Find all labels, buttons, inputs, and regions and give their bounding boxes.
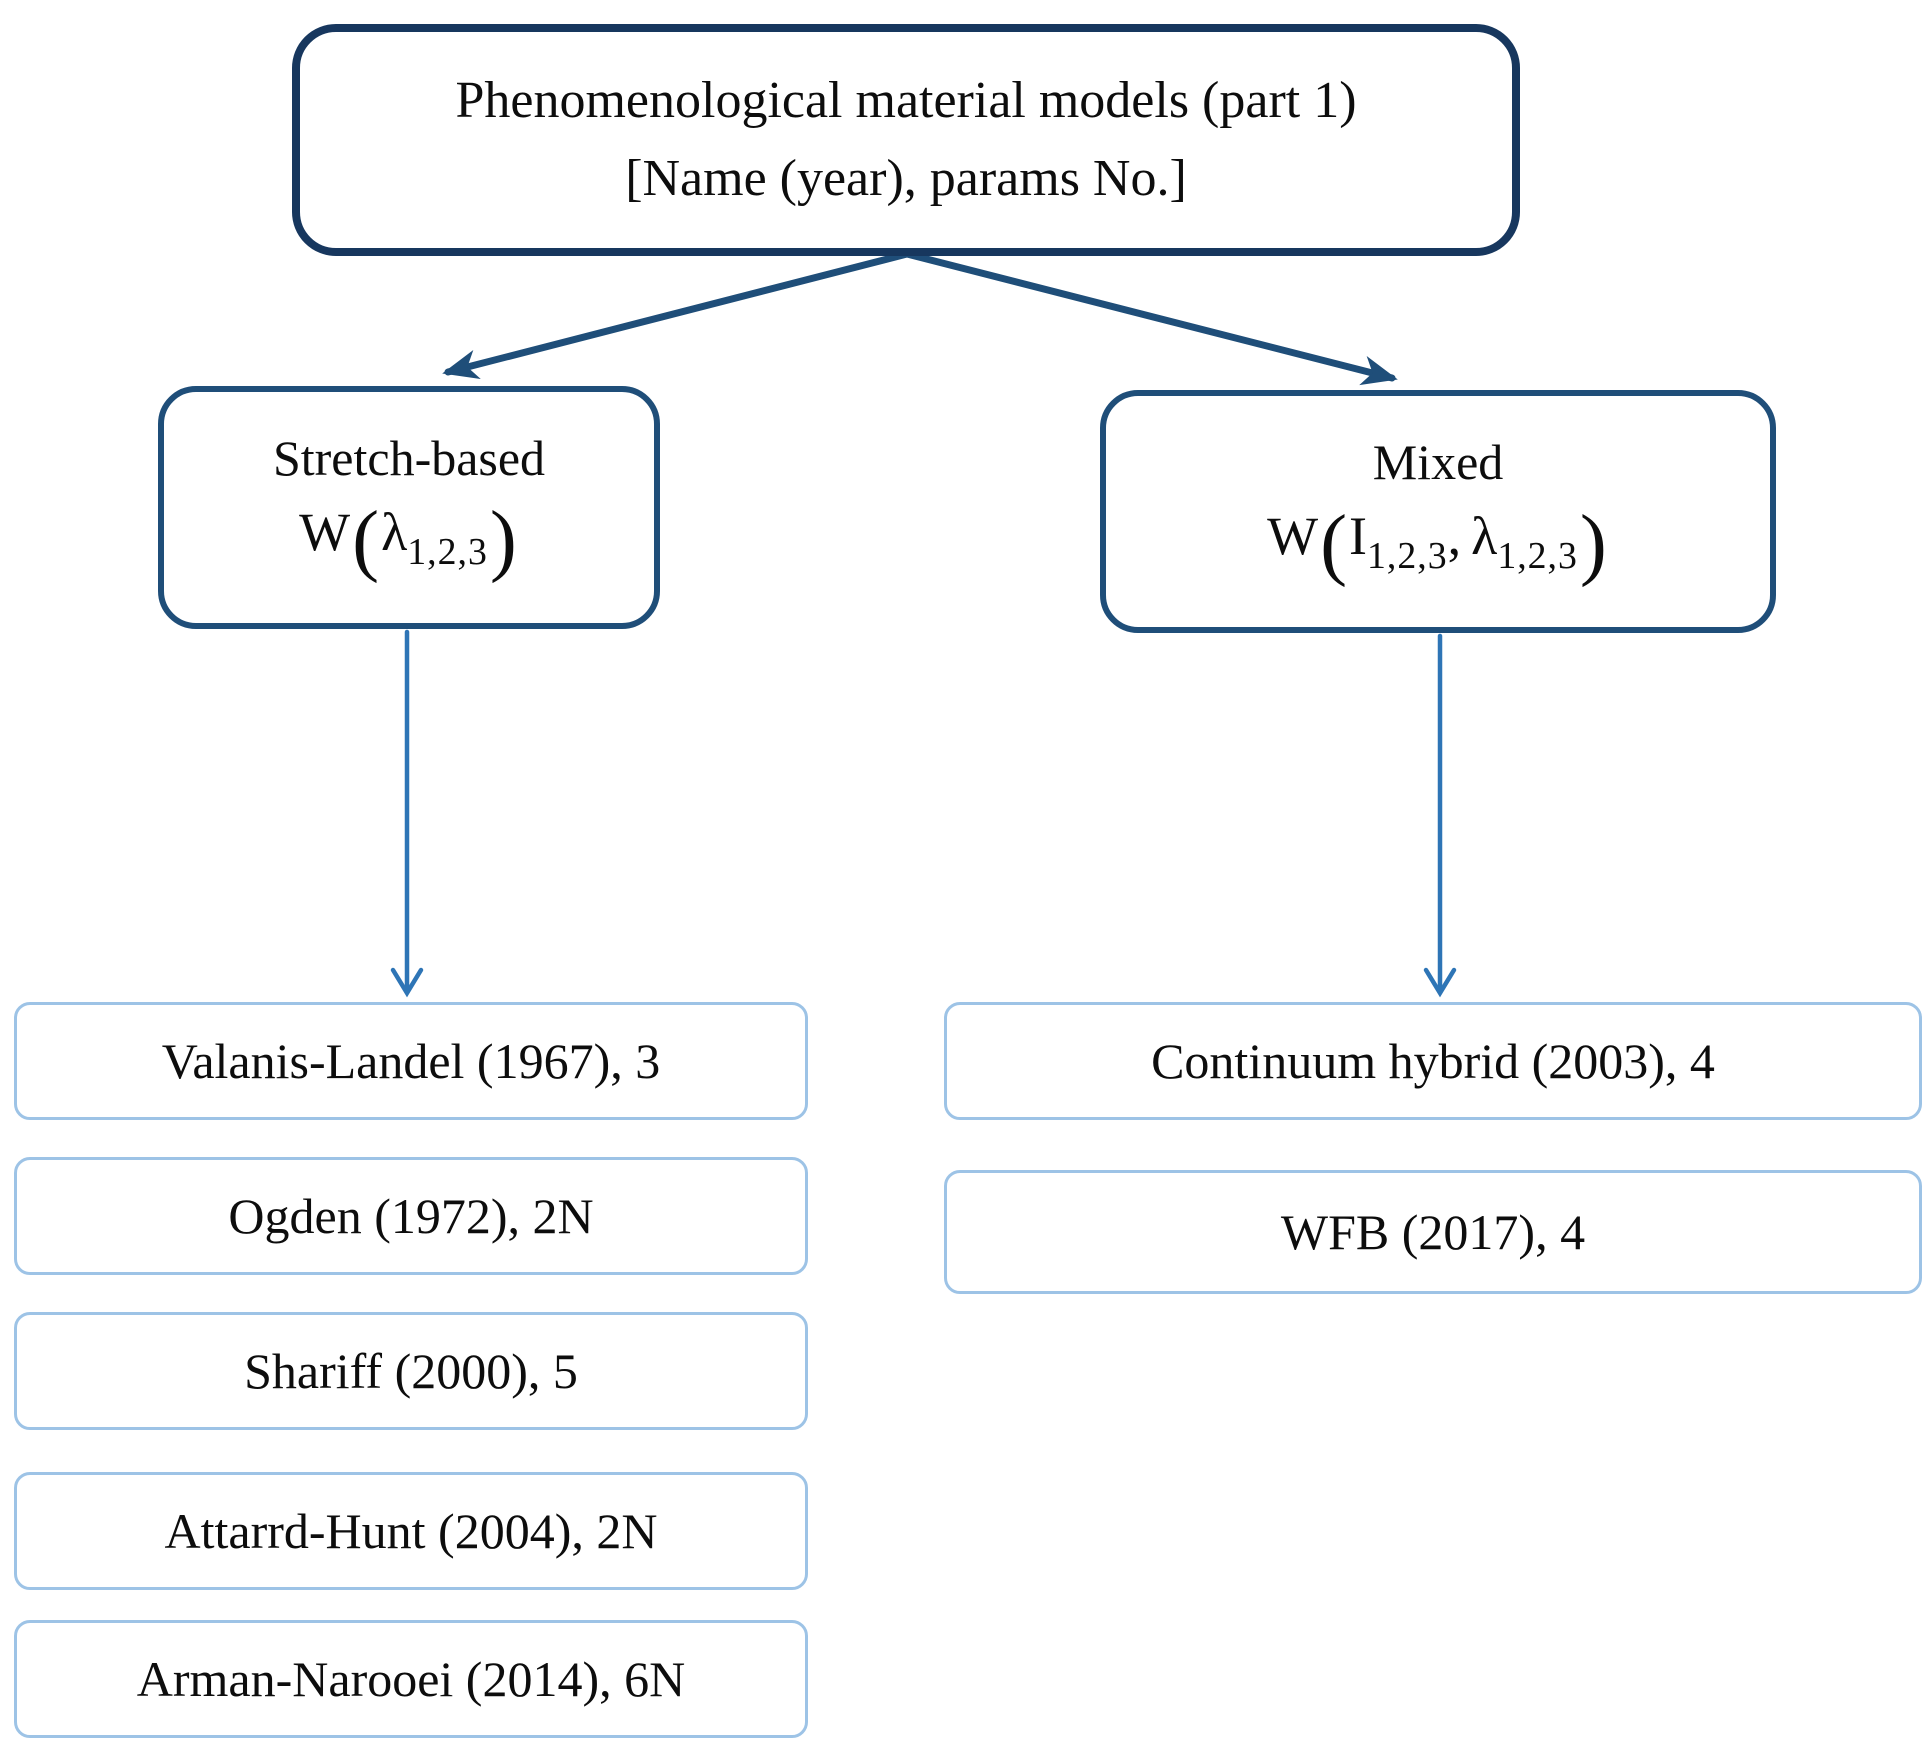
formula-arg1-subscript: 1,2,3: [1367, 535, 1448, 578]
leaf-label: Arman-Narooei (2014), 6N: [136, 1651, 686, 1707]
formula-arg1-base: λ: [381, 501, 408, 562]
branch-mixed-label: Mixed: [1372, 434, 1504, 490]
formula-arg2-base: λ: [1471, 505, 1498, 566]
formula-arg2-subscript: 1,2,3: [1497, 535, 1578, 578]
leaf-node-ogden: Ogden (1972), 2N: [14, 1157, 808, 1275]
root-node: Phenomenological material models (part 1…: [292, 24, 1520, 256]
leaf-node-shariff: Shariff (2000), 5: [14, 1312, 808, 1430]
branch-mixed-formula: W(I1,2,3,λ1,2,3): [1267, 497, 1609, 590]
leaf-label: WFB (2017), 4: [1280, 1204, 1586, 1260]
branch-node-mixed: Mixed W(I1,2,3,λ1,2,3): [1100, 390, 1776, 633]
formula-open-paren: (: [1320, 498, 1348, 588]
leaf-label: Continuum hybrid (2003), 4: [1151, 1033, 1715, 1089]
formula-close-paren: ): [1579, 498, 1607, 588]
leaf-node-wfb: WFB (2017), 4: [944, 1170, 1922, 1294]
arrow-root-to-stretch: [442, 250, 911, 380]
root-title-line1: Phenomenological material models (part 1…: [455, 72, 1357, 129]
formula-func: W: [299, 501, 351, 562]
formula-separator: ,: [1447, 505, 1462, 566]
leaf-node-arman-narooei: Arman-Narooei (2014), 6N: [14, 1620, 808, 1738]
leaf-node-valanis-landel: Valanis-Landel (1967), 3: [14, 1002, 808, 1120]
arrowhead-stretch-to-leaves: [390, 967, 424, 998]
formula-func: W: [1267, 505, 1319, 566]
root-title-line2: [Name (year), params No.]: [625, 150, 1187, 207]
formula-arg1-subscript: 1,2,3: [407, 531, 488, 574]
formula-arg1-base: I: [1349, 505, 1368, 566]
leaf-node-attarrd-hunt: Attarrd-Hunt (2004), 2N: [14, 1472, 808, 1590]
branch-stretch-formula: W(λ1,2,3): [299, 493, 519, 586]
branch-stretch-label: Stretch-based: [272, 430, 546, 486]
branch-node-stretch: Stretch-based W(λ1,2,3): [158, 386, 660, 629]
arrow-root-to-mixed: [903, 250, 1398, 386]
leaf-label: Attarrd-Hunt (2004), 2N: [164, 1503, 658, 1559]
leaf-label: Valanis-Landel (1967), 3: [161, 1033, 661, 1089]
leaf-node-continuum-hybrid: Continuum hybrid (2003), 4: [944, 1002, 1922, 1120]
formula-open-paren: (: [352, 494, 380, 584]
arrowhead-mixed-to-leaves: [1423, 967, 1457, 998]
formula-close-paren: ): [489, 494, 517, 584]
leaf-label: Ogden (1972), 2N: [228, 1188, 594, 1244]
leaf-label: Shariff (2000), 5: [244, 1343, 578, 1399]
